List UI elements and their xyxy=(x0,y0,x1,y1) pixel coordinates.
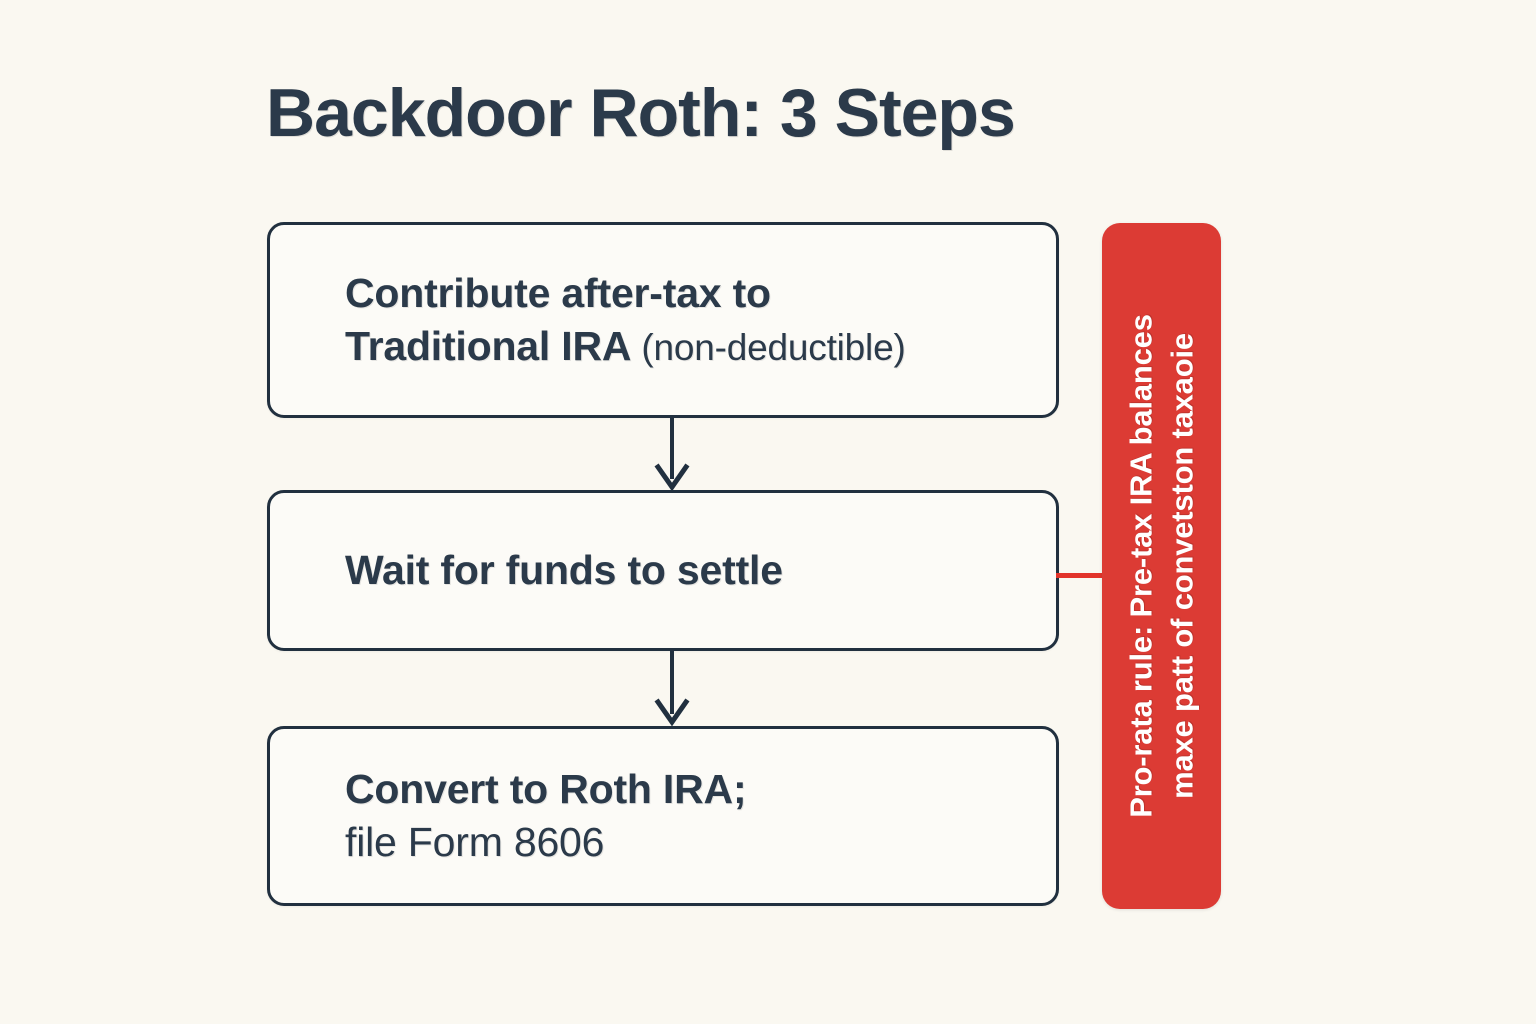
flow-step-1-line-2-main: Traditional IRA xyxy=(345,323,632,369)
callout-connector-line xyxy=(1056,573,1104,578)
pro-rata-callout-panel[interactable]: Pro-rata rule: Pre-tax IRA balances maxe… xyxy=(1102,223,1221,909)
flow-step-2[interactable]: Wait for funds to settle xyxy=(267,490,1059,651)
arrow-down-icon xyxy=(654,415,690,492)
pro-rata-callout-line-1: Pro-rata rule: Pre-tax IRA balances xyxy=(1122,314,1158,818)
connector-step1-step2 xyxy=(652,415,692,493)
arrow-down-icon xyxy=(654,648,690,727)
pro-rata-callout-text: Pro-rata rule: Pre-tax IRA balances maxe… xyxy=(1102,223,1221,909)
page-title: Backdoor Roth: 3 Steps xyxy=(266,75,1016,151)
flow-step-3-line-1: Convert to Roth IRA; xyxy=(345,765,747,812)
pro-rata-callout-line-2: maxe patt of convetston taxaoie xyxy=(1163,333,1199,799)
flow-step-1-line-1: Contribute after-tax to xyxy=(345,269,771,316)
flow-step-2-line-1: Wait for funds to settle xyxy=(345,546,783,593)
flow-step-1-line-2-note: (non-deductible) xyxy=(631,327,906,368)
flow-step-1[interactable]: Contribute after-tax to Traditional IRA … xyxy=(267,222,1059,418)
flow-step-1-line-2: Traditional IRA (non-deductible) xyxy=(345,320,1026,373)
connector-step2-step3 xyxy=(652,648,692,729)
flow-step-3-line-2: file Form 8606 xyxy=(345,819,605,865)
flow-step-3[interactable]: Convert to Roth IRA; file Form 8606 xyxy=(267,726,1059,906)
